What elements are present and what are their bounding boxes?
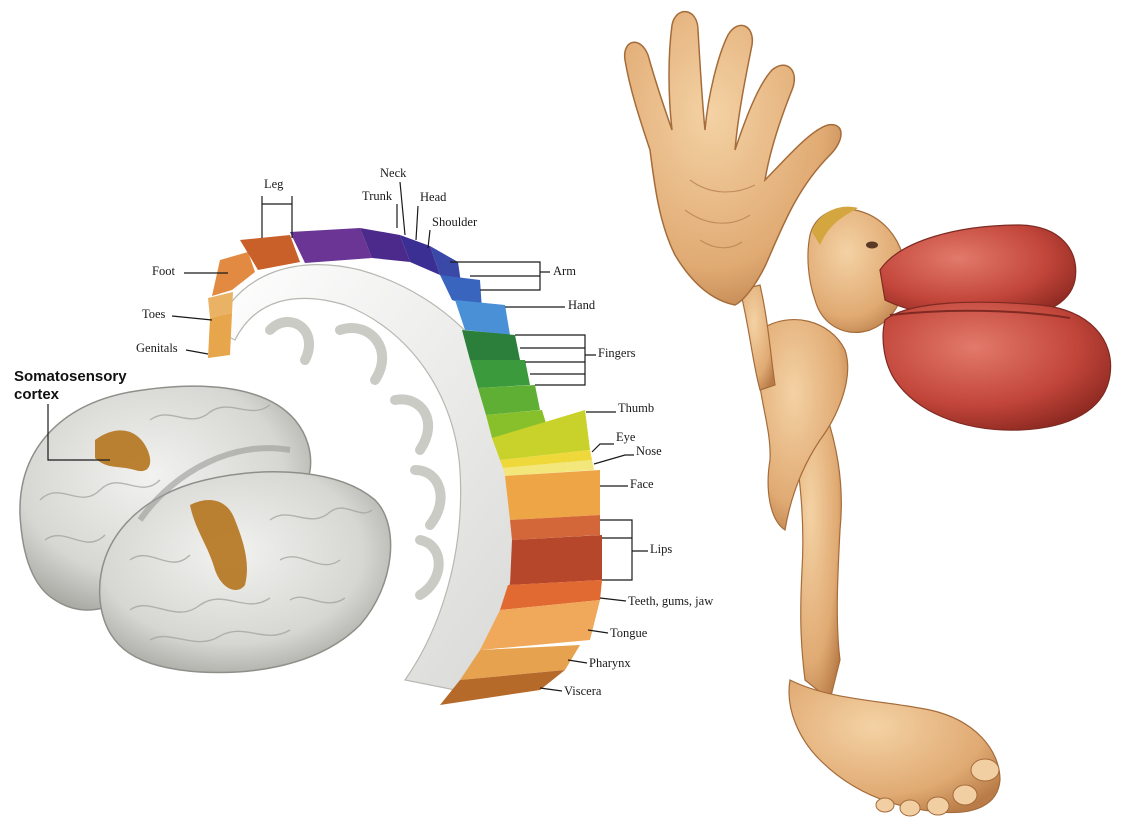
label-viscera: Viscera [564,684,602,698]
label-neck: Neck [380,166,407,180]
leader-teeth [600,598,626,601]
band-face [505,470,600,520]
label-head: Head [420,190,447,204]
label-thumb: Thumb [618,401,654,415]
leader-eye [592,444,614,452]
label-trunk: Trunk [362,189,393,203]
leader-genitals [186,350,208,354]
label-pharynx: Pharynx [589,656,631,670]
leader-shoulder [428,230,430,248]
sensory-homunculus [625,12,1111,816]
somatosensory-label-line1: Somatosensory [14,368,127,385]
label-nose: Nose [636,444,662,458]
label-fingers: Fingers [598,346,636,360]
label-shoulder: Shoulder [432,215,478,229]
leader-head [416,206,418,240]
leader-toes [172,316,212,320]
label-genitals: Genitals [136,341,178,355]
leader-viscera [540,688,562,691]
label-foot: Foot [152,264,175,278]
band-fingers-3 [478,385,540,415]
label-eye: Eye [616,430,636,444]
leader-lips [600,520,648,580]
leader-pharynx [568,660,587,663]
band-fingers-1 [462,330,520,360]
label-arm: Arm [553,264,576,278]
label-face: Face [630,477,654,491]
leader-leg [262,196,292,238]
label-lips: Lips [650,542,672,556]
label-tongue: Tongue [610,626,648,640]
band-trunk [290,228,372,263]
label-teeth: Teeth, gums, jaw [628,594,713,608]
homunculus-lower-lip [883,302,1111,430]
leader-neck [400,182,405,235]
label-hand: Hand [568,298,596,312]
homunculus-eye [866,242,878,249]
leader-nose [594,455,634,464]
band-fingers-2 [470,360,530,388]
label-toes: Toes [142,307,166,321]
brain-illustration [20,386,391,672]
somatosensory-label-line2: cortex [14,386,60,403]
label-leg: Leg [264,177,284,191]
band-lips-lower [510,535,602,585]
